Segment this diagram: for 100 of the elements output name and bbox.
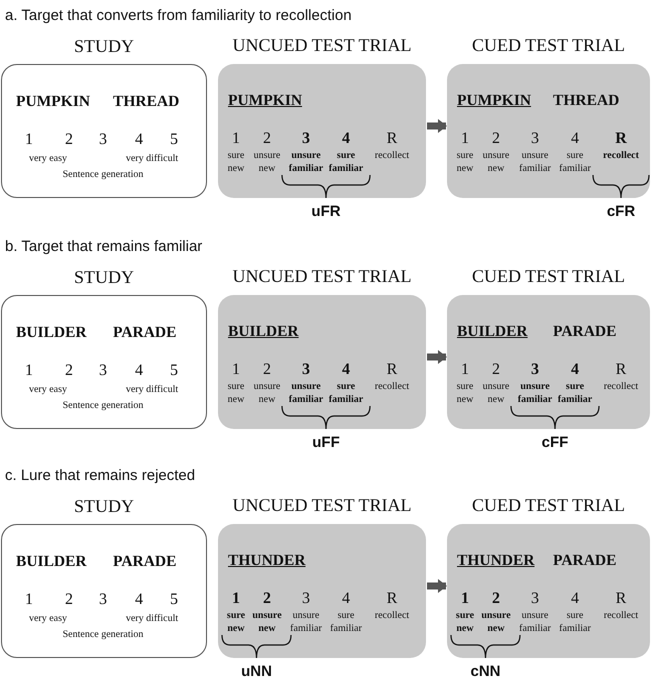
scale-number: 1 — [461, 361, 469, 379]
word: PARADE — [553, 323, 616, 341]
scale-number: R — [615, 130, 627, 148]
scale-number: 2 — [65, 362, 73, 380]
scale-number: 3 — [302, 590, 310, 608]
target-word: PUMPKIN — [457, 92, 532, 110]
scale-number: 3 — [531, 130, 539, 148]
scale-label: sure new — [228, 149, 244, 175]
scale-number: 3 — [99, 591, 107, 609]
scale-label: sure familiar — [328, 149, 364, 175]
card-heading: STUDY — [72, 267, 135, 288]
scale-number: 2 — [263, 590, 271, 608]
word: PARADE — [113, 324, 176, 342]
scale-anchor-label: very easy — [28, 153, 68, 164]
scale-number: 4 — [135, 591, 143, 609]
word: PARADE — [553, 552, 616, 570]
scale-number: 2 — [492, 590, 500, 608]
scale-label: unsure familiar — [288, 149, 324, 175]
scale-label: recollect — [374, 149, 410, 162]
scale-label: unsure new — [252, 609, 282, 635]
scale-label: unsure familiar — [519, 149, 551, 175]
scale-number: 4 — [342, 361, 350, 379]
condition-label: cFF — [542, 434, 568, 451]
scale-number: 5 — [170, 131, 178, 149]
scale-number: 2 — [492, 130, 500, 148]
condition-label: uFF — [312, 434, 340, 451]
scale-number: R — [386, 590, 398, 608]
scale-number: 5 — [170, 362, 178, 380]
scale-number: 3 — [99, 362, 107, 380]
scale-anchor-label: very difficult — [126, 613, 178, 624]
scale-number: 4 — [571, 130, 579, 148]
card-heading: CUED TEST TRIAL — [470, 266, 626, 287]
scale-label: unsure new — [254, 149, 280, 175]
scale-label: unsure new — [482, 380, 510, 406]
scale-number: 2 — [263, 361, 271, 379]
scale-number: 1 — [25, 131, 33, 149]
scale-label: sure new — [456, 149, 474, 175]
scale-label: unsure familiar — [518, 380, 552, 406]
scale-number: 1 — [25, 591, 33, 609]
condition-label: cNN — [470, 663, 500, 680]
scale-number: 1 — [232, 590, 240, 608]
scale-number: 1 — [232, 361, 240, 379]
scale-number: 2 — [65, 131, 73, 149]
scale-label: sure new — [228, 380, 244, 406]
scale-number: 3 — [302, 361, 310, 379]
scale-anchor-label: very easy — [28, 384, 68, 395]
scale-label: unsure new — [482, 149, 510, 175]
scale-label: recollect — [374, 380, 410, 393]
arrow — [427, 350, 447, 364]
word: BUILDER — [16, 553, 87, 571]
scale-anchor-label: very difficult — [126, 384, 178, 395]
card-heading: CUED TEST TRIAL — [470, 495, 626, 516]
scale-label: recollect — [604, 380, 638, 393]
scale-number: 2 — [263, 130, 271, 148]
scale-number: R — [386, 361, 398, 379]
scale-label: unsure new — [254, 380, 280, 406]
word: THREAD — [553, 92, 620, 110]
scale-number: 4 — [135, 131, 143, 149]
scale-number: 3 — [531, 361, 539, 379]
word: PUMPKIN — [16, 93, 90, 111]
scale-label: sure familiar — [559, 149, 591, 175]
scale-number: 2 — [65, 591, 73, 609]
condition-label: uNN — [241, 663, 272, 680]
card-heading: STUDY — [72, 36, 135, 57]
target-word: BUILDER — [228, 323, 299, 341]
scale-label: sure familiar — [559, 609, 591, 635]
scale-number: 4 — [571, 361, 579, 379]
scale-anchor-label: very easy — [28, 613, 68, 624]
target-word: THUNDER — [228, 552, 306, 570]
scale-label: unsure familiar — [288, 380, 324, 406]
target-word: THUNDER — [457, 552, 535, 570]
scale-number: 2 — [492, 361, 500, 379]
scale-number: 3 — [302, 130, 310, 148]
scale-label: unsure familiar — [519, 609, 551, 635]
arrow — [427, 579, 447, 593]
target-word: BUILDER — [457, 323, 528, 341]
scale-label: unsure new — [481, 609, 511, 635]
word: PARADE — [113, 553, 176, 571]
scale-number: 4 — [571, 590, 579, 608]
scale-label: recollect — [604, 609, 638, 622]
scale-number: 3 — [99, 131, 107, 149]
scale-number: 1 — [25, 362, 33, 380]
scale-label: unsure familiar — [290, 609, 322, 635]
scale-label: sure new — [456, 380, 474, 406]
scale-number: 5 — [170, 591, 178, 609]
word: BUILDER — [16, 324, 87, 342]
panel-heading: a. Target that converts from familiarity to recollection — [5, 7, 352, 24]
scale-number: R — [616, 361, 626, 379]
scale-number: R — [386, 130, 398, 148]
scale-label: sure familiar — [330, 609, 362, 635]
task-label: Sentence generation — [62, 629, 144, 640]
scale-number: 1 — [461, 590, 469, 608]
panel-heading: b. Target that remains familiar — [5, 238, 202, 255]
scale-label: sure familiar — [558, 380, 592, 406]
arrow — [427, 119, 447, 133]
scale-number: 4 — [342, 590, 350, 608]
panel-heading: c. Lure that remains rejected — [5, 467, 196, 484]
scale-label: sure new — [226, 609, 246, 635]
card-heading: UNCUED TEST TRIAL — [231, 35, 412, 56]
scale-label: sure familiar — [328, 380, 364, 406]
